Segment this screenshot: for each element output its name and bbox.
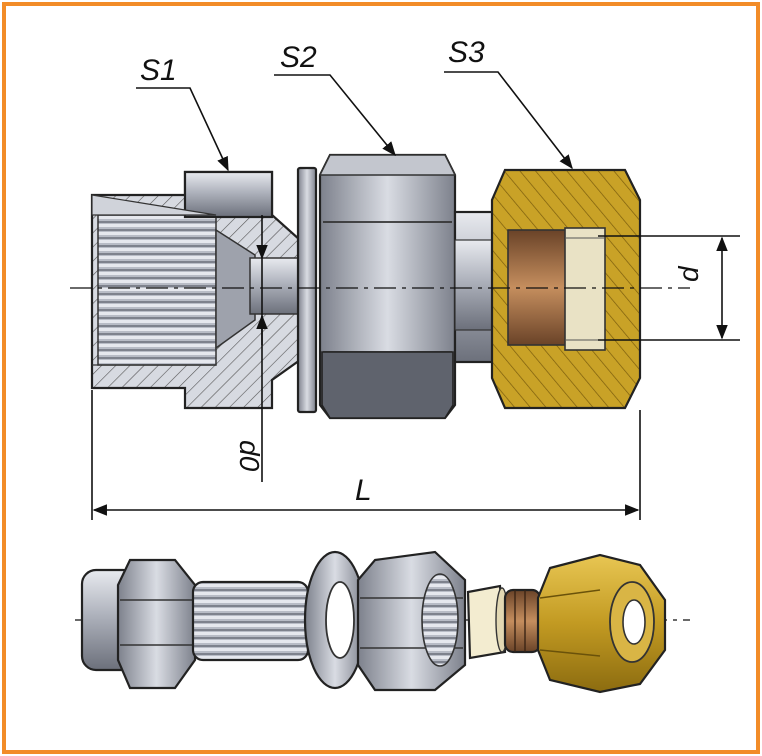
label-s3: S3 [448, 36, 485, 69]
hex-nut-part [356, 550, 467, 692]
exploded-view [75, 550, 690, 694]
label-d: d [673, 265, 704, 282]
leader-s3: S3 [444, 36, 573, 170]
label-L: L [355, 474, 372, 507]
label-s2: S2 [280, 41, 317, 74]
dim-d0: d0 [234, 215, 268, 482]
leader-s2: S2 [274, 41, 396, 157]
hex-nut-s2 [318, 153, 457, 420]
leader-s1: S1 [136, 54, 229, 172]
label-d0: d0 [234, 440, 265, 472]
union-nut-s3 [490, 168, 642, 410]
label-s1: S1 [140, 54, 177, 87]
body-part [80, 558, 310, 690]
brass-nut-part [536, 553, 667, 694]
dim-L: L [91, 390, 641, 520]
washer-part [303, 550, 367, 690]
sealing-washer [296, 166, 318, 414]
section-view: d0 d L S1 S2 S3 [70, 36, 740, 520]
threaded-body [90, 170, 302, 410]
bronze-sleeve [503, 588, 542, 654]
dim-d: d [598, 235, 740, 341]
ferrule-ring [466, 584, 509, 660]
